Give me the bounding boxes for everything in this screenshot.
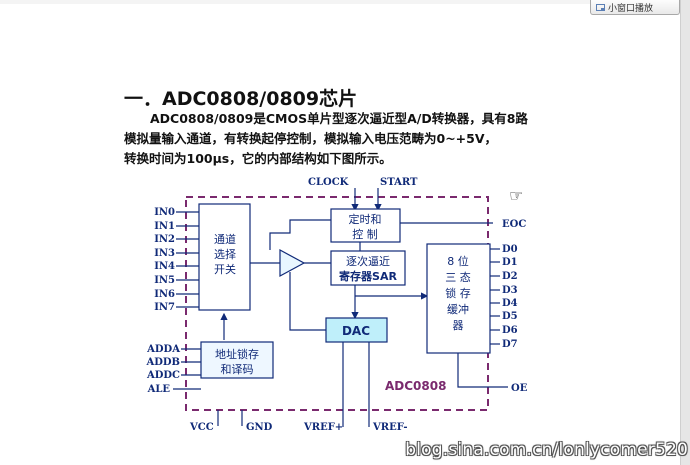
latch-label: 三 态 [445, 271, 471, 284]
comparator-symbol [279, 248, 306, 278]
output-pin-label: D5 [502, 311, 518, 322]
address-pin-label: ALE [147, 384, 171, 395]
input-pin-label: IN5 [154, 275, 175, 286]
dac-label: DAC [342, 324, 370, 338]
gnd-pin-label: GND [246, 422, 273, 433]
paragraph-line: ADC0808/0809是CMOS单片型逐次逼近型A/D转换器，具有8路 [150, 111, 528, 126]
input-pin-label: IN1 [154, 221, 175, 232]
paragraph-line: 转换时间为100μs，它的内部结构如下图所示。 [124, 151, 392, 166]
input-pin-label: IN7 [154, 302, 175, 313]
popout-window-icon [596, 3, 605, 11]
top-edge [0, 0, 690, 4]
input-pin-label: IN6 [154, 289, 175, 300]
section-heading: 一．ADC0808/0809芯片 [124, 88, 358, 110]
oe-pin-label: OE [511, 383, 528, 394]
eoc-pin-label: EOC [502, 219, 526, 230]
vref-neg-pin-label: VREF- [372, 422, 408, 433]
output-pin-label: D7 [502, 339, 518, 350]
watermark: blog.sina.com.cn/lonlycomer520 [405, 440, 688, 460]
clock-pin-label: CLOCK [308, 177, 349, 188]
input-pin-label: IN4 [154, 261, 175, 272]
hand-pointer-icon[interactable]: ☞ [509, 186, 524, 205]
address-latch-label: 地址锁存 [215, 347, 259, 361]
vref-pos-pin-label: VREF+ [303, 422, 343, 433]
address-pin-label: ADDB [145, 357, 180, 368]
mux-label: 选择 [214, 247, 236, 261]
latch-label: 缓冲 [447, 302, 469, 316]
latch-label: 器 [453, 319, 464, 332]
output-pin-label: D3 [502, 285, 518, 296]
latch-label: 锁 存 [445, 286, 471, 300]
output-latch-block [426, 243, 491, 354]
mux-label: 通道 [214, 232, 236, 246]
timing-control-block [330, 208, 401, 243]
start-pin-label: START [380, 177, 418, 188]
latch-label: 8 位 [447, 254, 469, 268]
input-pin-label: IN3 [154, 248, 175, 259]
dac-block [325, 317, 388, 343]
sar-label: 逐次逼近 [346, 254, 390, 268]
mux-label: 开关 [214, 262, 236, 276]
input-pin-label: IN0 [154, 207, 175, 218]
sar-label: 寄存器SAR [339, 269, 397, 283]
scrollbar[interactable] [680, 0, 690, 465]
output-pin-label: D4 [502, 298, 518, 309]
address-pin-label: ADDC [146, 370, 180, 381]
output-pin-label: D6 [502, 325, 518, 336]
mux-block [198, 203, 251, 311]
address-latch-label: 和译码 [221, 363, 254, 376]
output-pin-label: D1 [502, 257, 518, 268]
popout-window-button[interactable]: 小窗口播放 [590, 0, 680, 15]
vcc-pin-label: VCC [189, 422, 214, 433]
timing-label: 控 制 [352, 227, 378, 241]
sar-block [330, 250, 406, 286]
output-pin-label: D0 [502, 244, 518, 255]
paragraph-line: 模拟量输入通道，有转换起停控制，模拟输入电压范畴为0~+5V， [124, 131, 498, 146]
input-pin-label: IN2 [154, 234, 175, 245]
output-pin-label: D2 [502, 271, 518, 282]
address-pin-label: ADDA [146, 344, 180, 355]
intro-paragraph: ADC0808/0809是CMOS单片型逐次逼近型A/D转换器，具有8路 模拟量… [124, 109, 554, 169]
address-latch-block [200, 341, 274, 379]
chip-name-label: ADC0808 [385, 379, 446, 393]
timing-label: 定时和 [349, 212, 382, 226]
popout-label: 小窗口播放 [608, 3, 654, 14]
